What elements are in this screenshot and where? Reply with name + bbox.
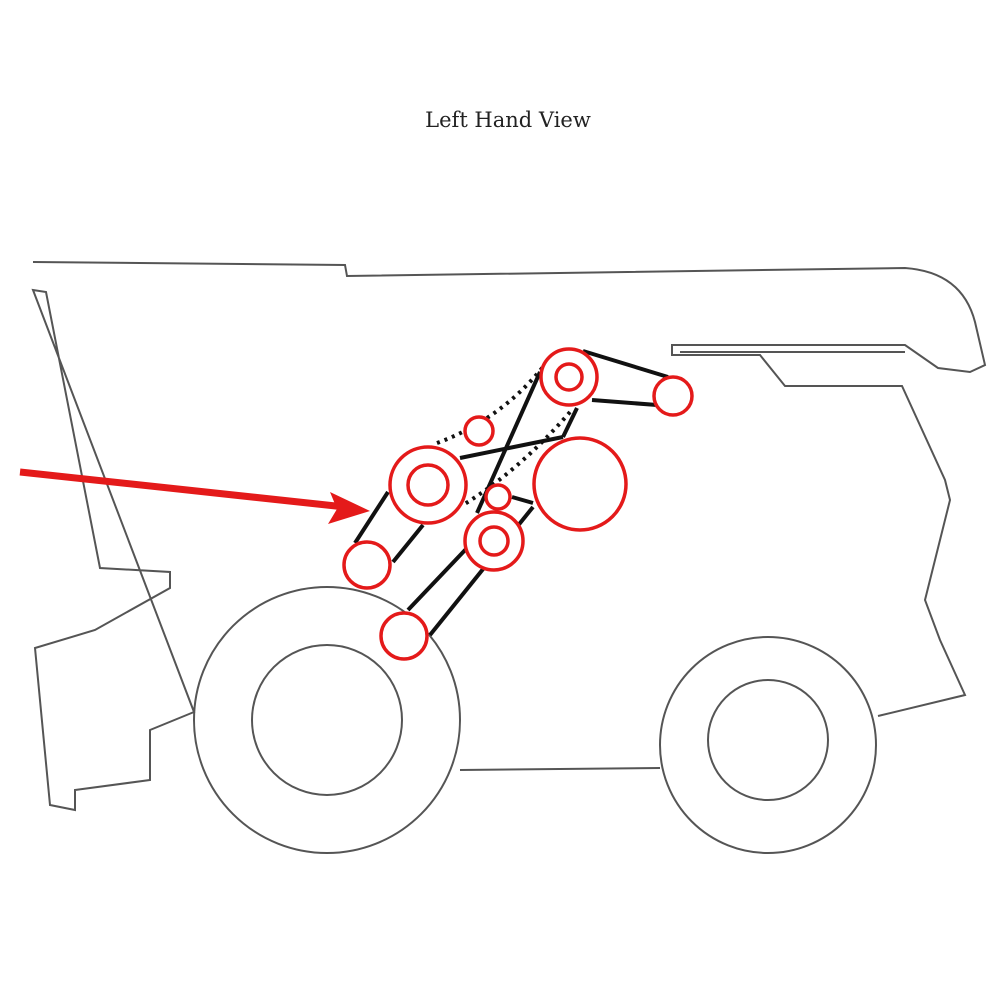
pulley-hub [478, 525, 510, 557]
belt [459, 435, 564, 460]
pulley-hub [406, 463, 450, 507]
belt [353, 490, 390, 545]
rear-wheel-tire [659, 636, 877, 854]
pulley-hub [554, 362, 584, 392]
idler-pulley [484, 483, 512, 511]
belt [391, 523, 425, 564]
belts [353, 349, 669, 637]
belt-dotted [436, 365, 545, 445]
front-wheel-tire [193, 586, 461, 854]
rear-wheel-rim [707, 679, 829, 801]
belt-dotted [461, 410, 572, 507]
front-wheel-rim [251, 644, 403, 796]
belt [582, 349, 669, 379]
pulley [342, 540, 392, 590]
diagram-title: Left Hand View [425, 108, 591, 132]
pointer-arrow [19, 468, 370, 524]
arrow-head-icon [328, 492, 370, 524]
pulley [379, 611, 429, 661]
pulley [652, 375, 694, 417]
belt [561, 407, 579, 438]
pulleys [342, 347, 694, 661]
arrow-shaft [19, 468, 346, 511]
belt [406, 546, 469, 612]
belt [511, 495, 534, 505]
body-outline [31, 261, 987, 812]
belt [591, 398, 658, 407]
combine-outline [31, 261, 987, 854]
idler-pulley [463, 415, 495, 447]
large-pulley [532, 436, 628, 532]
